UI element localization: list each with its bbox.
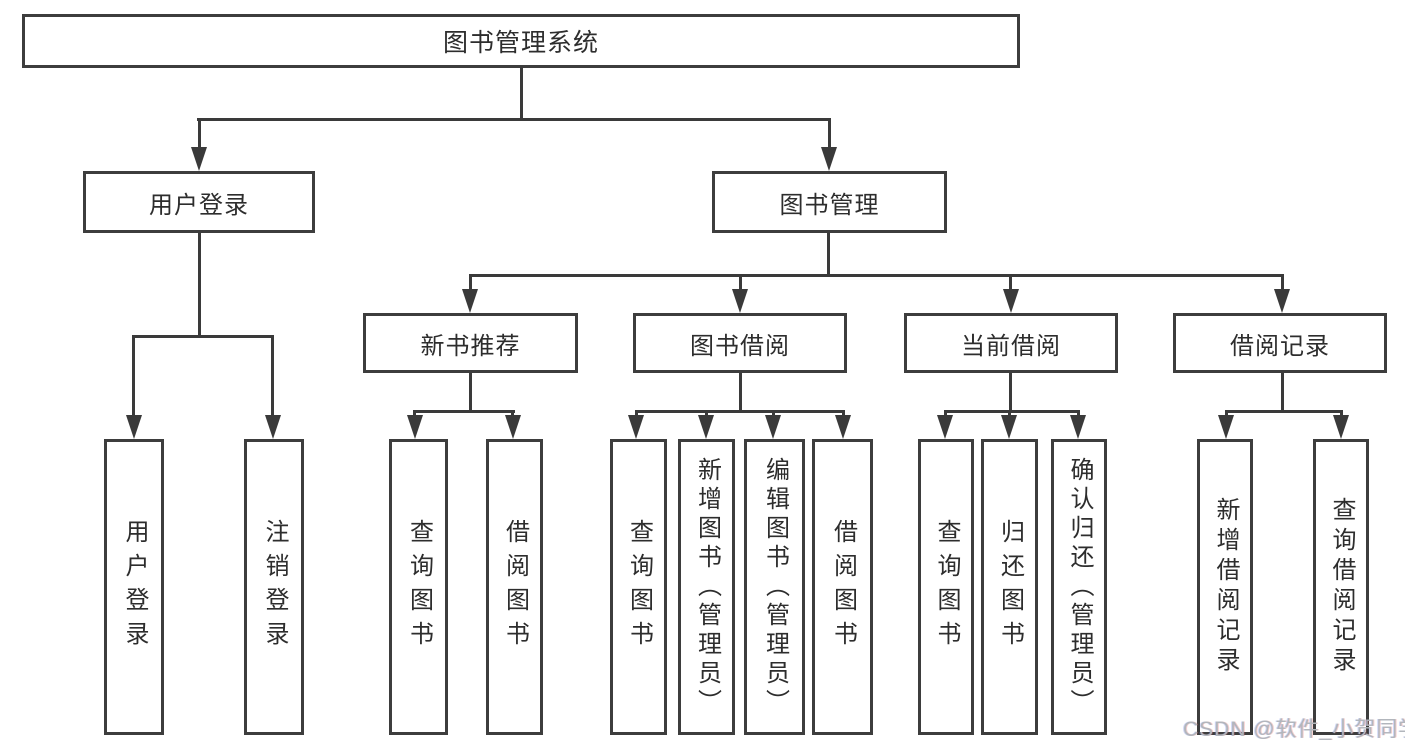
leaf-add-borrow-record-label: 新增借阅记录: [1212, 497, 1239, 677]
leaf-logout-login: 注销登录: [244, 439, 304, 735]
connector-branch: [635, 410, 844, 413]
leaf-confirm-return-admin-label: 确认归还（管理员）: [1066, 456, 1093, 718]
leaf-user-login: 用户登录: [104, 439, 164, 735]
connector-arrow-line: [1009, 274, 1012, 292]
connector-arrow-line: [271, 335, 274, 418]
connector-arrow-line: [1225, 410, 1228, 418]
leaf-query-books-current: 查询图书: [918, 439, 974, 735]
connector-arrow-line: [1077, 410, 1080, 418]
arrowhead-down-icon: [765, 415, 781, 439]
connector-stem: [1281, 373, 1284, 410]
connector-user-login-branch: [133, 335, 273, 338]
arrowhead-down-icon: [126, 415, 142, 439]
arrowhead-down-icon: [505, 415, 521, 439]
connector-arrow-line: [413, 410, 416, 418]
leaf-user-login-label: 用户登录: [121, 519, 148, 655]
connector-arrow-line: [511, 410, 514, 418]
arrowhead-down-icon: [1001, 415, 1017, 439]
arrowhead-down-icon: [698, 415, 714, 439]
connector-arrow-line: [1340, 410, 1343, 418]
leaf-add-books-admin-label: 新增图书（管理员）: [693, 456, 721, 718]
arrowhead-down-icon: [628, 415, 644, 439]
leaf-add-books-admin: 新增图书（管理员）: [678, 439, 735, 735]
connector-arrow-line: [1281, 274, 1284, 292]
leaf-borrow-books-borrow: 借阅图书: [812, 439, 873, 735]
arrowhead-down-icon: [462, 289, 478, 313]
node-root: 图书管理系统: [22, 14, 1020, 68]
leaf-add-borrow-record: 新增借阅记录: [1197, 439, 1253, 735]
leaf-return-books: 归还图书: [981, 439, 1038, 735]
connector-book-mgmt-branch: [469, 274, 1284, 277]
arrowhead-down-icon: [265, 415, 281, 439]
leaf-query-books-current-label: 查询图书: [933, 519, 960, 655]
connector-book-mgmt-stem: [827, 233, 830, 274]
arrowhead-down-icon: [407, 415, 423, 439]
connector-arrow-line: [705, 410, 708, 418]
node-current-borrowing-label: 当前借阅: [961, 332, 1061, 360]
connector-stem: [1009, 373, 1012, 410]
leaf-borrow-books-borrow-label: 借阅图书: [829, 519, 857, 655]
arrowhead-down-icon: [821, 147, 837, 171]
node-root-label: 图书管理系统: [442, 29, 599, 57]
connector-branch: [944, 410, 1080, 413]
leaf-query-books-borrow: 查询图书: [610, 439, 667, 735]
leaf-query-borrow-record: 查询借阅记录: [1313, 439, 1369, 735]
node-new-book-recommendation-label: 新书推荐: [420, 332, 521, 360]
leaf-query-books-recommend: 查询图书: [389, 439, 448, 735]
leaf-return-books-label: 归还图书: [996, 519, 1024, 655]
connector-stem: [739, 373, 742, 410]
csdn-watermark: CSDN @软件_小贺同学: [1183, 718, 1405, 741]
connector-arrow-line: [198, 118, 201, 150]
connector-arrow-line: [772, 410, 775, 418]
connector-root-stem: [520, 66, 523, 118]
connector-arrow-line: [739, 274, 742, 292]
leaf-borrow-books-recommend-label: 借阅图书: [501, 519, 529, 655]
arrowhead-down-icon: [1070, 415, 1086, 439]
connector-branch: [1226, 410, 1342, 413]
connector-user-login-stem: [198, 233, 201, 335]
connector-arrow-line: [635, 410, 638, 418]
leaf-logout-login-label: 注销登录: [261, 519, 288, 655]
leaf-borrow-books-recommend: 借阅图书: [486, 439, 543, 735]
connector-arrow-line: [132, 335, 135, 418]
node-book-management: 图书管理: [712, 171, 947, 233]
arrowhead-down-icon: [937, 415, 953, 439]
node-book-borrowing-label: 图书借阅: [690, 332, 790, 360]
arrowhead-down-icon: [191, 147, 207, 171]
arrowhead-down-icon: [835, 415, 851, 439]
connector-arrow-line: [1008, 410, 1011, 418]
leaf-query-books-borrow-label: 查询图书: [625, 519, 653, 655]
arrowhead-down-icon: [732, 289, 748, 313]
connector-arrow-line: [828, 118, 831, 150]
connector-root-branch: [197, 118, 831, 121]
node-book-borrowing: 图书借阅: [633, 313, 847, 373]
leaf-edit-books-admin: 编辑图书（管理员）: [744, 439, 805, 735]
arrowhead-down-icon: [1333, 415, 1349, 439]
leaf-query-borrow-record-label: 查询借阅记录: [1328, 497, 1355, 677]
node-book-management-label: 图书管理: [779, 191, 880, 219]
leaf-edit-books-admin-label: 编辑图书（管理员）: [761, 456, 789, 718]
node-current-borrowing: 当前借阅: [904, 313, 1118, 373]
connector-arrow-line: [944, 410, 947, 418]
arrowhead-down-icon: [1003, 289, 1019, 313]
node-new-book-recommendation: 新书推荐: [363, 313, 578, 373]
node-borrowing-records: 借阅记录: [1173, 313, 1387, 373]
node-user-login-label: 用户登录: [149, 191, 249, 219]
connector-branch: [414, 410, 515, 413]
arrowhead-down-icon: [1274, 289, 1290, 313]
leaf-query-books-recommend-label: 查询图书: [405, 519, 433, 655]
connector-arrow-line: [469, 274, 472, 292]
connector-stem: [469, 373, 472, 410]
node-borrowing-records-label: 借阅记录: [1230, 332, 1330, 360]
connector-arrow-line: [842, 410, 845, 418]
arrowhead-down-icon: [1218, 415, 1234, 439]
node-user-login: 用户登录: [83, 171, 315, 233]
leaf-confirm-return-admin: 确认归还（管理员）: [1051, 439, 1107, 735]
